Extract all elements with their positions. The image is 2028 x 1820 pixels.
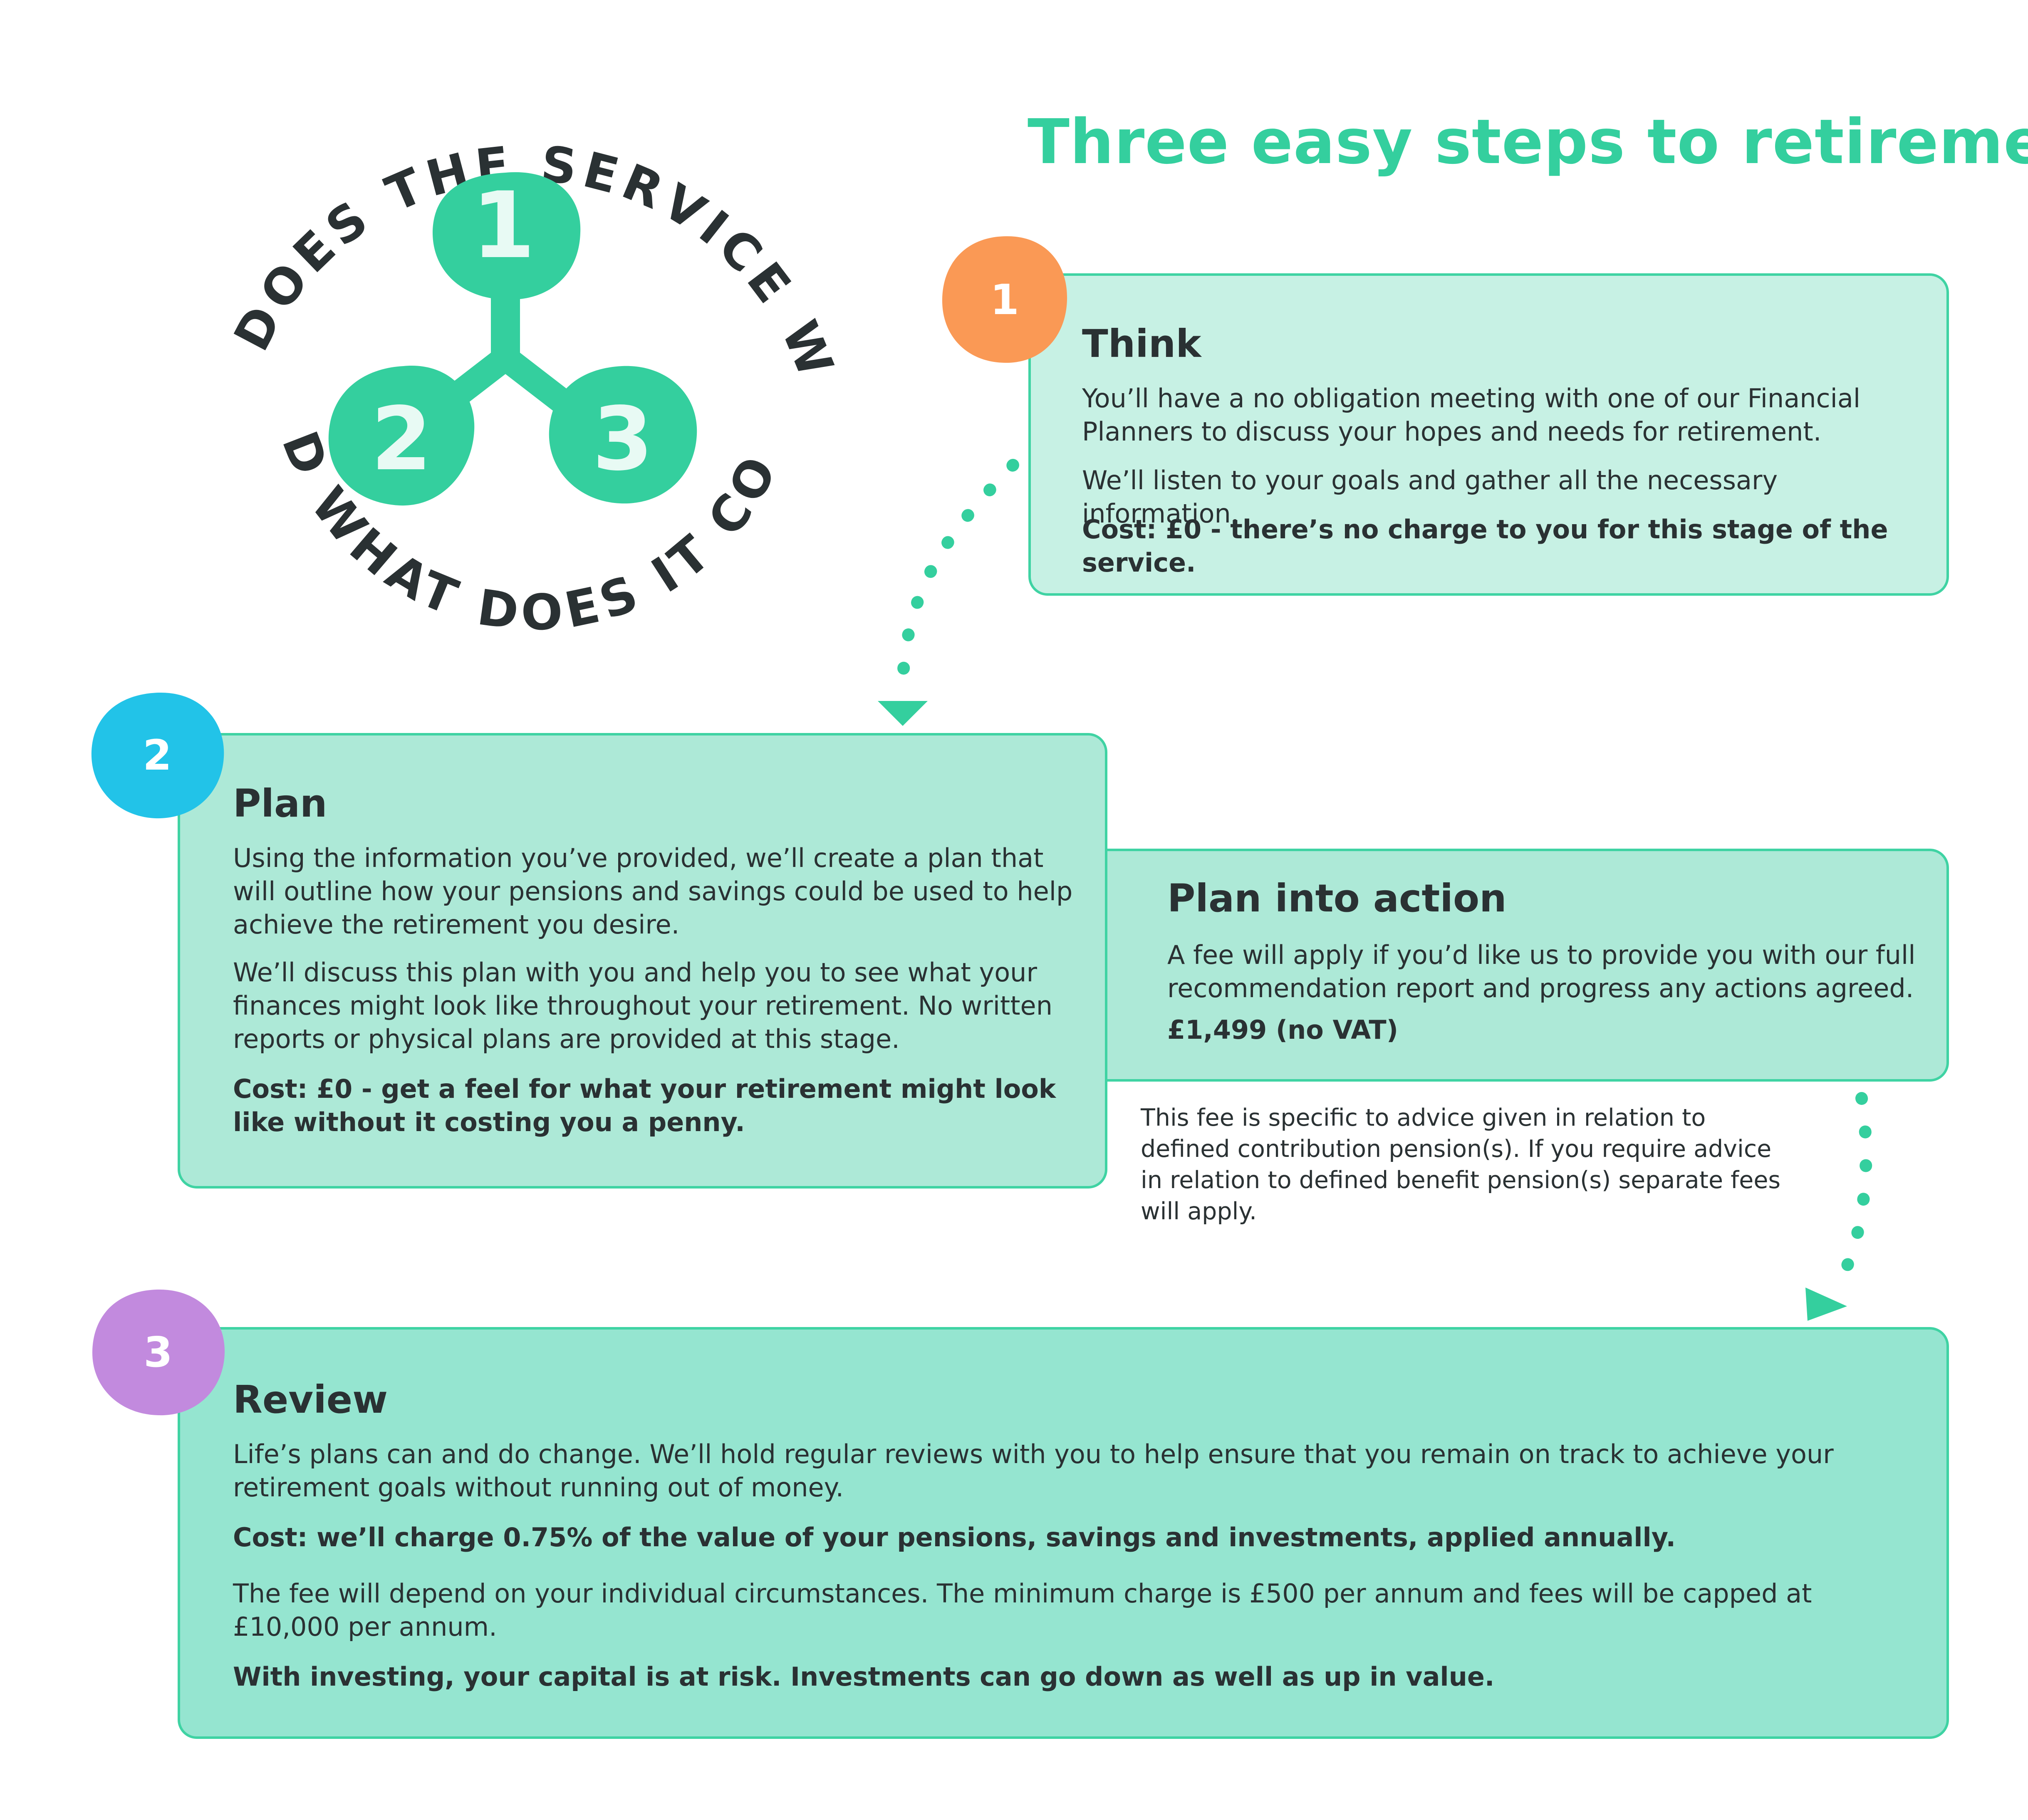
step-1-number: 1 <box>990 275 1019 324</box>
node-2-blob <box>328 366 475 506</box>
review-risk-warning: With investing, your capital is at risk.… <box>233 1662 1495 1692</box>
arrow-head-review <box>1805 1288 1847 1321</box>
arrow-action-to-review <box>1832 1092 1872 1290</box>
plan-text-1: Using the information you’ve provided, w… <box>233 843 1073 940</box>
step-1-badge: 1 <box>938 233 1071 366</box>
node-2-label: 2 <box>371 388 432 490</box>
page-title: Three easy steps to retirement <box>1028 106 2028 178</box>
action-fee: £1,499 (no VAT) <box>1167 1015 1399 1045</box>
step-2-number: 2 <box>143 730 172 780</box>
arrow-think-to-plan <box>896 459 1019 693</box>
plan-cost: Cost: £0 - get a feel for what your reti… <box>233 1074 1056 1137</box>
review-title: Review <box>233 1377 388 1422</box>
action-title: Plan into action <box>1167 876 1507 921</box>
review-text-2: The fee will depend on your individual c… <box>233 1578 1812 1642</box>
step-3-badge: 3 <box>87 1285 229 1419</box>
review-card: Review Life’s plans can and do change. W… <box>178 1327 1949 1739</box>
think-text-2: We’ll listen to your goals and gather al… <box>1082 465 1778 529</box>
think-text-1: You’ll have a no obligation meeting with… <box>1082 383 1861 447</box>
plan-into-action-card: Plan into action A fee will apply if you… <box>1086 849 1949 1082</box>
think-card: Think You’ll have a no obligation meetin… <box>1028 273 1949 596</box>
step-1-blob <box>942 236 1067 363</box>
network-icon: 1 2 3 <box>328 172 697 506</box>
action-text: A fee will apply if you’d like us to pro… <box>1167 940 1916 1003</box>
step-3-blob <box>92 1289 225 1416</box>
plan-text-2: We’ll discuss this plan with you and hel… <box>233 957 1052 1054</box>
action-fee-note: This fee is specific to advice given in … <box>1141 1104 1781 1225</box>
node-1-blob <box>432 172 581 300</box>
service-badge: HOW DOES THE SERVICE WORK AND WHAT DOES … <box>191 67 841 642</box>
step-2-badge: 2 <box>87 688 228 822</box>
think-cost: Cost: £0 - there’s no charge to you for … <box>1082 514 1888 578</box>
step-3-number: 3 <box>144 1327 173 1377</box>
review-text-1: Life’s plans can and do change. We’ll ho… <box>233 1439 1834 1503</box>
node-1-label: 1 <box>471 172 535 279</box>
node-3-label: 3 <box>592 388 653 490</box>
think-title: Think <box>1082 322 1201 366</box>
plan-card: Plan Using the information you’ve provid… <box>178 733 1107 1189</box>
step-2-blob <box>91 692 224 819</box>
plan-title: Plan <box>233 781 327 826</box>
review-cost: Cost: we’ll charge 0.75% of the value of… <box>233 1522 1676 1553</box>
arrow-head-plan <box>878 701 928 726</box>
node-3-blob <box>549 366 697 504</box>
